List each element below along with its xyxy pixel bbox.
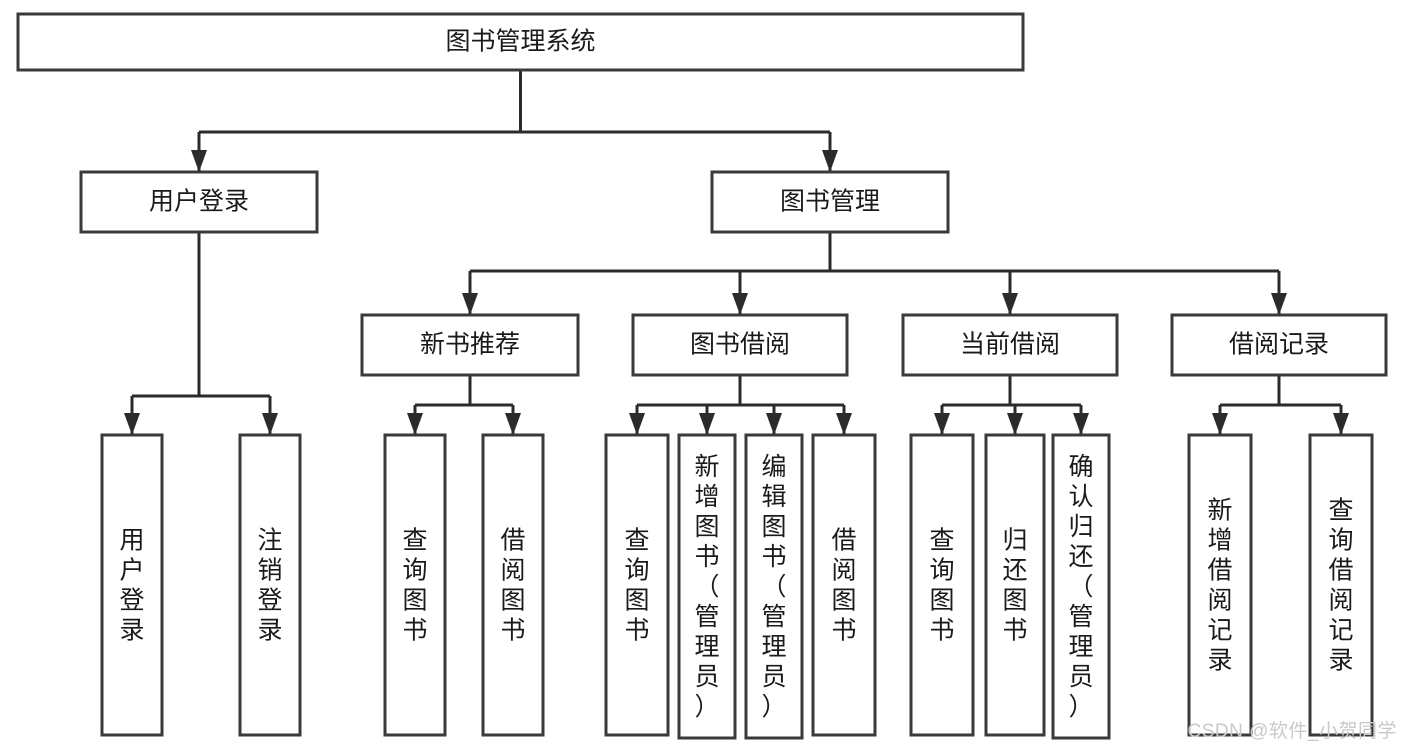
- node-label-leaf-user-login: 用户登录: [119, 526, 144, 644]
- node-label-leaf-logout: 注销登录: [257, 526, 282, 644]
- connector-arrow-icon: [1333, 413, 1349, 435]
- node-label-leaf-edit-book: 编辑图书（管理员）: [761, 453, 786, 721]
- node-box-user-login[interactable]: [79, 170, 319, 234]
- connector-arrow-icon: [1007, 413, 1023, 435]
- node-label-leaf-query-book-1: 查询图书: [402, 526, 427, 644]
- connector-arrow-icon: [1073, 413, 1089, 435]
- node-box-leaf-add-book[interactable]: [677, 433, 737, 740]
- node-box-leaf-query-record[interactable]: [1308, 433, 1374, 737]
- node-box-leaf-confirm-return[interactable]: [1051, 433, 1111, 740]
- node-box-new-book-rec[interactable]: [360, 313, 580, 377]
- node-label-leaf-add-book: 新增图书（管理员）: [694, 453, 719, 721]
- watermark-label: CSDN @软件_小贺同学: [1187, 721, 1397, 742]
- node-box-leaf-query-book-3[interactable]: [909, 433, 975, 737]
- node-box-leaf-add-record[interactable]: [1187, 433, 1253, 737]
- node-label-user-login: 用户登录: [149, 188, 249, 216]
- node-box-leaf-edit-book[interactable]: [744, 433, 804, 740]
- node-box-leaf-query-book-1[interactable]: [383, 433, 447, 737]
- node-label-root: 图书管理系统: [445, 28, 595, 56]
- connector-arrow-icon: [262, 413, 278, 435]
- connector-arrow-icon: [766, 413, 782, 435]
- node-label-leaf-query-book-2: 查询图书: [624, 526, 649, 644]
- node-label-leaf-return-book: 归还图书: [1002, 526, 1027, 644]
- node-label-current-borrow: 当前借阅: [960, 331, 1060, 359]
- node-box-leaf-return-book[interactable]: [984, 433, 1046, 737]
- node-box-leaf-user-login[interactable]: [100, 433, 164, 737]
- connector-arrow-icon: [191, 150, 207, 172]
- connector-arrow-icon: [407, 413, 423, 435]
- node-box-root[interactable]: [16, 12, 1025, 72]
- connector-arrow-icon: [822, 150, 838, 172]
- node-box-book-manage[interactable]: [710, 170, 950, 234]
- node-box-book-borrow[interactable]: [631, 313, 849, 377]
- connector-arrow-icon: [1002, 293, 1018, 315]
- node-box-borrow-record[interactable]: [1170, 313, 1388, 377]
- node-box-leaf-borrow-book-2[interactable]: [811, 433, 877, 737]
- node-box-leaf-query-book-2[interactable]: [604, 433, 670, 737]
- node-box-leaf-borrow-book-1[interactable]: [481, 433, 545, 737]
- connector-arrow-icon: [505, 413, 521, 435]
- node-label-leaf-borrow-book-2: 借阅图书: [831, 526, 856, 644]
- node-label-borrow-record: 借阅记录: [1229, 331, 1329, 359]
- node-box-current-borrow[interactable]: [901, 313, 1119, 377]
- connector-arrow-icon: [1271, 293, 1287, 315]
- node-label-leaf-borrow-book-1: 借阅图书: [500, 526, 525, 644]
- node-label-new-book-rec: 新书推荐: [420, 331, 520, 359]
- node-label-leaf-query-record: 查询借阅记录: [1328, 496, 1353, 674]
- node-label-book-manage: 图书管理: [780, 188, 880, 216]
- connector-arrow-icon: [732, 293, 748, 315]
- node-box-leaf-logout[interactable]: [238, 433, 302, 737]
- node-label-leaf-query-book-3: 查询图书: [929, 526, 954, 644]
- connector-arrow-icon: [934, 413, 950, 435]
- node-label-book-borrow: 图书借阅: [690, 331, 790, 359]
- connector-arrow-icon: [629, 413, 645, 435]
- connector-arrow-icon: [462, 293, 478, 315]
- connector-arrow-icon: [124, 413, 140, 435]
- node-label-leaf-add-record: 新增借阅记录: [1207, 496, 1232, 674]
- connector-arrow-icon: [699, 413, 715, 435]
- connector-arrow-icon: [836, 413, 852, 435]
- node-label-leaf-confirm-return: 确认归还（管理员）: [1068, 453, 1093, 721]
- connector-arrow-icon: [1212, 413, 1228, 435]
